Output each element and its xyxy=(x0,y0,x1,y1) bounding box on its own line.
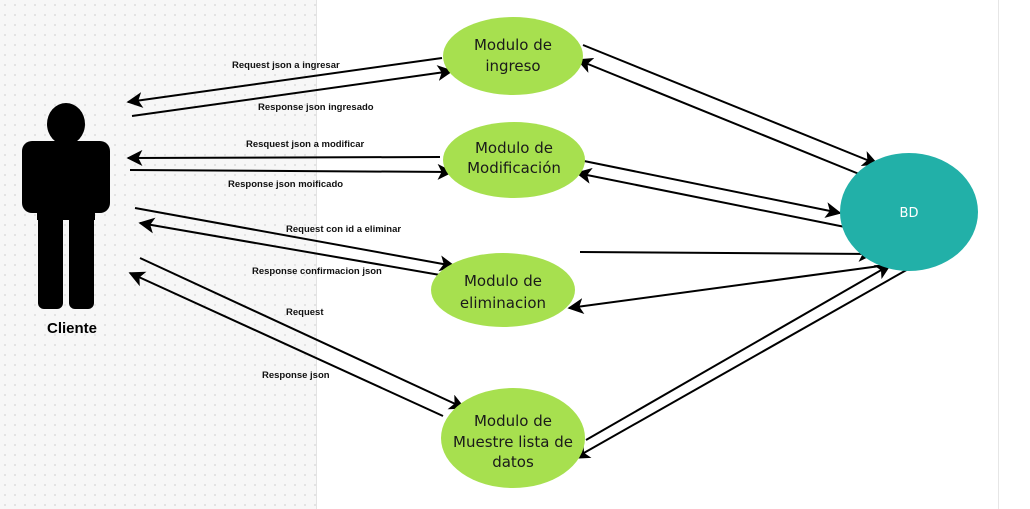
arrow-eliminacion-to-bd xyxy=(579,245,875,262)
arrow-request-lista xyxy=(139,257,466,410)
arrow-bd-to-modificacion xyxy=(575,168,851,229)
arrow-response-lista xyxy=(128,271,444,417)
actor-cliente[interactable]: Cliente xyxy=(22,103,110,337)
node-label-line: ingreso xyxy=(485,57,540,75)
edge-label-response-lista: Response json xyxy=(262,370,330,381)
database-shape xyxy=(840,153,978,271)
node-shape xyxy=(431,253,575,327)
node-bd[interactable]: BD xyxy=(840,153,978,271)
canvas-border xyxy=(998,0,999,509)
arrow-bd-to-lista xyxy=(573,267,911,459)
node-shape xyxy=(443,17,583,95)
node-modulo-lista[interactable]: Modulo de Muestre lista de datos xyxy=(441,388,585,488)
actor-label: Cliente xyxy=(47,320,97,337)
node-label-line: Modificación xyxy=(467,159,561,177)
node-shape xyxy=(443,122,585,198)
edge-label-request-eliminacion: Request con id a eliminar xyxy=(286,224,401,235)
node-label-line: eliminacion xyxy=(460,294,546,312)
arrow-response-eliminacion xyxy=(138,217,441,276)
node-modulo-eliminacion[interactable]: Modulo de eliminacion xyxy=(431,253,575,327)
arrow-response-modificacion xyxy=(129,163,454,180)
arrow-bd-to-ingreso xyxy=(576,57,865,177)
edge-labels: Request json a ingresar Response json in… xyxy=(228,60,401,381)
arrow-bd-to-eliminacion xyxy=(567,265,881,315)
arrow-request-modificacion xyxy=(126,149,441,166)
edge-label-request-ingreso: Request json a ingresar xyxy=(232,60,340,71)
arrow-modificacion-to-bd xyxy=(583,160,842,218)
node-label-line: Muestre lista de xyxy=(453,433,573,451)
arrow-lista-to-bd xyxy=(585,264,892,441)
node-modulo-modificacion[interactable]: Modulo de Modificación xyxy=(443,122,585,198)
edge-label-request-lista: Request xyxy=(286,307,324,318)
node-label-line: Modulo de xyxy=(474,412,552,430)
person-icon xyxy=(22,103,110,309)
bd-label: BD xyxy=(900,206,919,221)
arrow-request-eliminacion xyxy=(134,207,456,272)
arrow-ingreso-to-bd xyxy=(582,44,879,167)
arrow-request-ingreso xyxy=(126,57,443,108)
edge-label-response-ingreso: Response json ingresado xyxy=(258,102,374,113)
node-label-line: Modulo de xyxy=(474,36,552,54)
edge-label-request-modificacion: Resquest json a modificar xyxy=(246,139,365,150)
arrows-modules-bd xyxy=(567,44,911,459)
edge-label-response-eliminacion: Response confirmacion json xyxy=(252,266,382,277)
node-modulo-ingreso[interactable]: Modulo de ingreso xyxy=(443,17,583,95)
node-label-line: Modulo de xyxy=(464,272,542,290)
node-label-line: datos xyxy=(492,453,534,471)
arrows-client-modules xyxy=(126,57,466,417)
node-shape xyxy=(441,388,585,488)
arrow-response-ingreso xyxy=(131,65,454,117)
node-label-line: Modulo de xyxy=(475,139,553,157)
canvas-grid-panel xyxy=(0,0,317,509)
edge-label-response-modificacion: Response json moificado xyxy=(228,179,343,190)
